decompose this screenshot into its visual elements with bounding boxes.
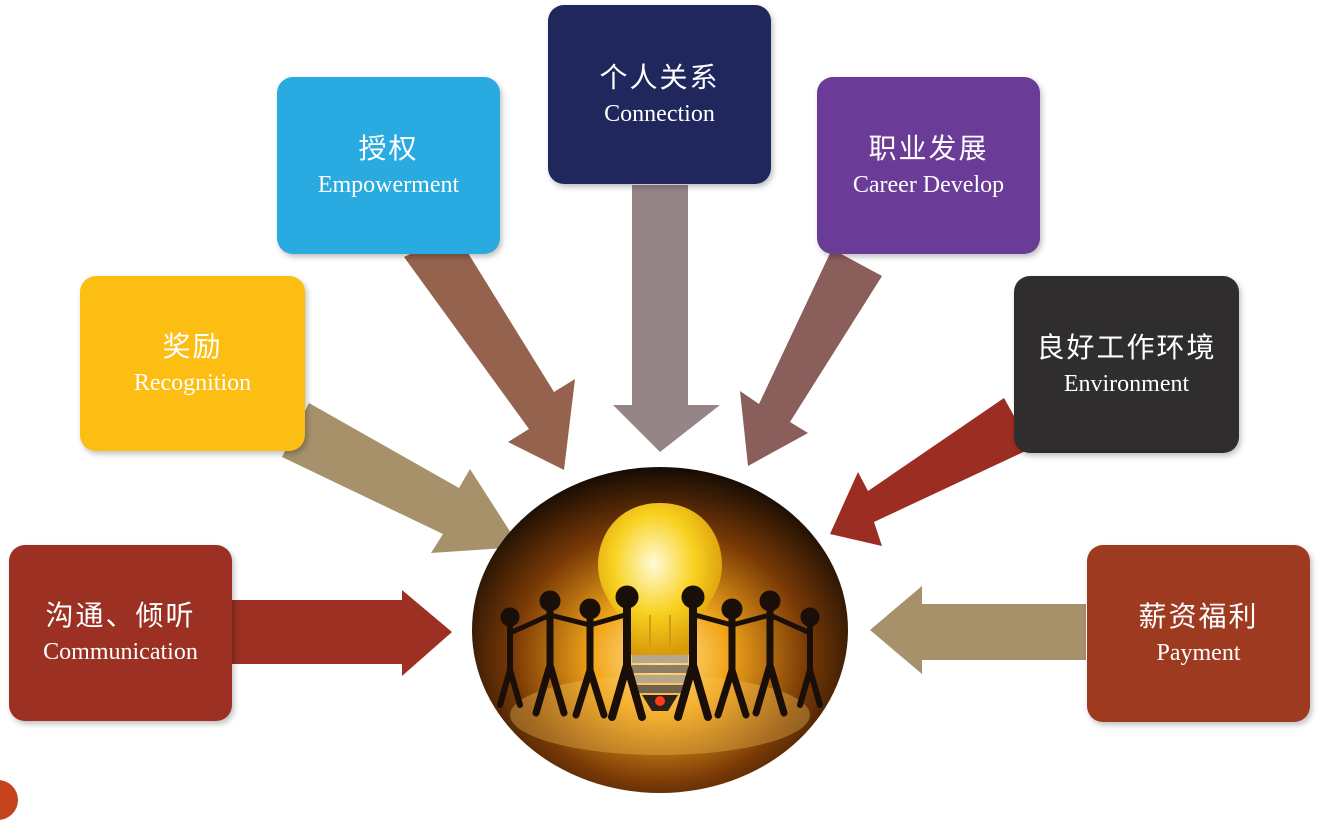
arrows-layer (232, 185, 1086, 676)
lightbulb-people-image (470, 465, 850, 795)
card-communication: 沟通、倾听 Communication (9, 545, 232, 721)
card-payment: 薪资福利 Payment (1087, 545, 1310, 722)
label-zh: 良好工作环境 (1036, 330, 1217, 364)
arrow-communication (232, 590, 452, 676)
label-en: Payment (1156, 639, 1241, 666)
arrow-payment (870, 586, 1086, 674)
card-recognition: 奖励 Recognition (80, 276, 305, 451)
label-en: Communication (43, 639, 198, 665)
label-en: Connection (604, 100, 715, 127)
card-environment: 良好工作环境 Environment (1014, 276, 1239, 453)
label-zh: 授权 (358, 131, 419, 165)
people-chain (497, 585, 823, 721)
label-en: Environment (1063, 370, 1190, 397)
label-zh: 职业发展 (868, 131, 989, 165)
label-zh: 沟通、倾听 (45, 599, 196, 632)
label-en: Recognition (133, 369, 252, 396)
label-en: Empowerment (317, 171, 460, 198)
arrow-connection (613, 185, 720, 452)
arrow-environment (830, 398, 1032, 546)
card-career: 职业发展 Career Develop (817, 77, 1040, 254)
label-zh: 薪资福利 (1138, 599, 1259, 633)
arrow-empowerment (404, 232, 575, 470)
label-en: Career Develop (852, 171, 1005, 198)
label-zh: 奖励 (162, 329, 223, 363)
arrow-career (740, 249, 882, 466)
card-empowerment: 授权 Empowerment (277, 77, 500, 254)
card-connection: 个人关系 Connection (548, 5, 771, 184)
label-zh: 个人关系 (599, 60, 720, 94)
arrow-recognition (282, 403, 520, 553)
